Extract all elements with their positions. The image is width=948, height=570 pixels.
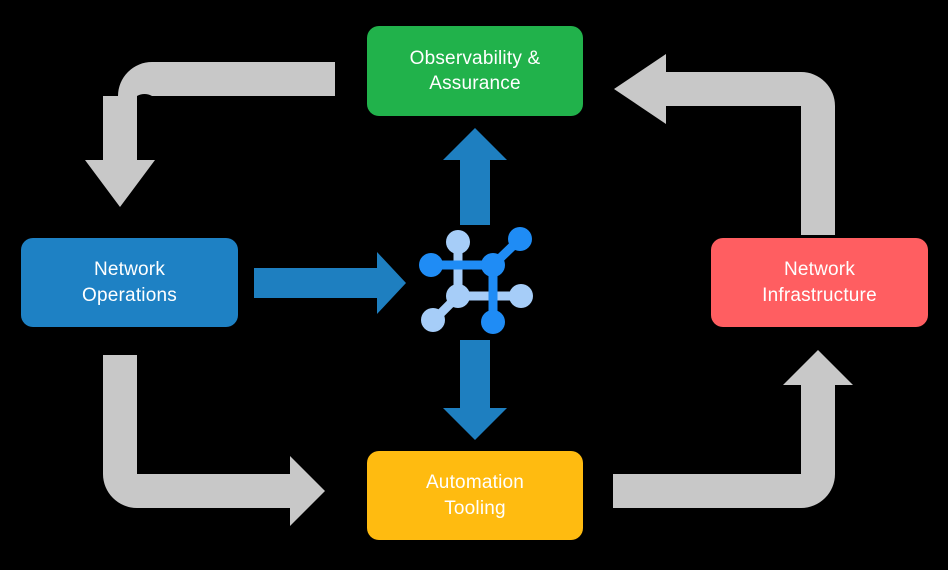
node-network-infrastructure[interactable]: Network Infrastructure bbox=[711, 238, 928, 327]
node-automation-label-line2: Tooling bbox=[444, 497, 506, 519]
topology-light-nodes bbox=[421, 230, 533, 332]
arrow-operations-to-automation bbox=[103, 355, 325, 526]
node-observability-label-line1: Observability & bbox=[409, 47, 541, 69]
node-network-operations[interactable]: Network Operations bbox=[21, 238, 238, 327]
node-infrastructure-label-line1: Network bbox=[783, 259, 856, 281]
arrow-observability-to-operations bbox=[85, 62, 335, 207]
arrow-automation-to-infrastructure bbox=[613, 350, 853, 508]
node-infrastructure-label-line2: Infrastructure bbox=[762, 284, 877, 306]
node-automation-tooling[interactable]: Automation Tooling bbox=[367, 451, 583, 540]
node-observability-assurance[interactable]: Observability & Assurance bbox=[367, 26, 583, 116]
node-observability-label-line2: Assurance bbox=[429, 73, 521, 94]
arrow-center-to-automation bbox=[443, 340, 507, 440]
node-operations-label-line2: Operations bbox=[82, 284, 177, 306]
network-topology-icon bbox=[419, 227, 533, 334]
topology-dark-nodes bbox=[419, 227, 532, 334]
node-automation-label-line1: Automation bbox=[425, 472, 525, 494]
node-operations-label-line1: Network bbox=[93, 259, 166, 281]
arrow-center-to-observability bbox=[443, 128, 507, 225]
arrow-operations-to-center bbox=[254, 252, 406, 314]
arrow-infrastructure-to-observability bbox=[614, 54, 835, 235]
